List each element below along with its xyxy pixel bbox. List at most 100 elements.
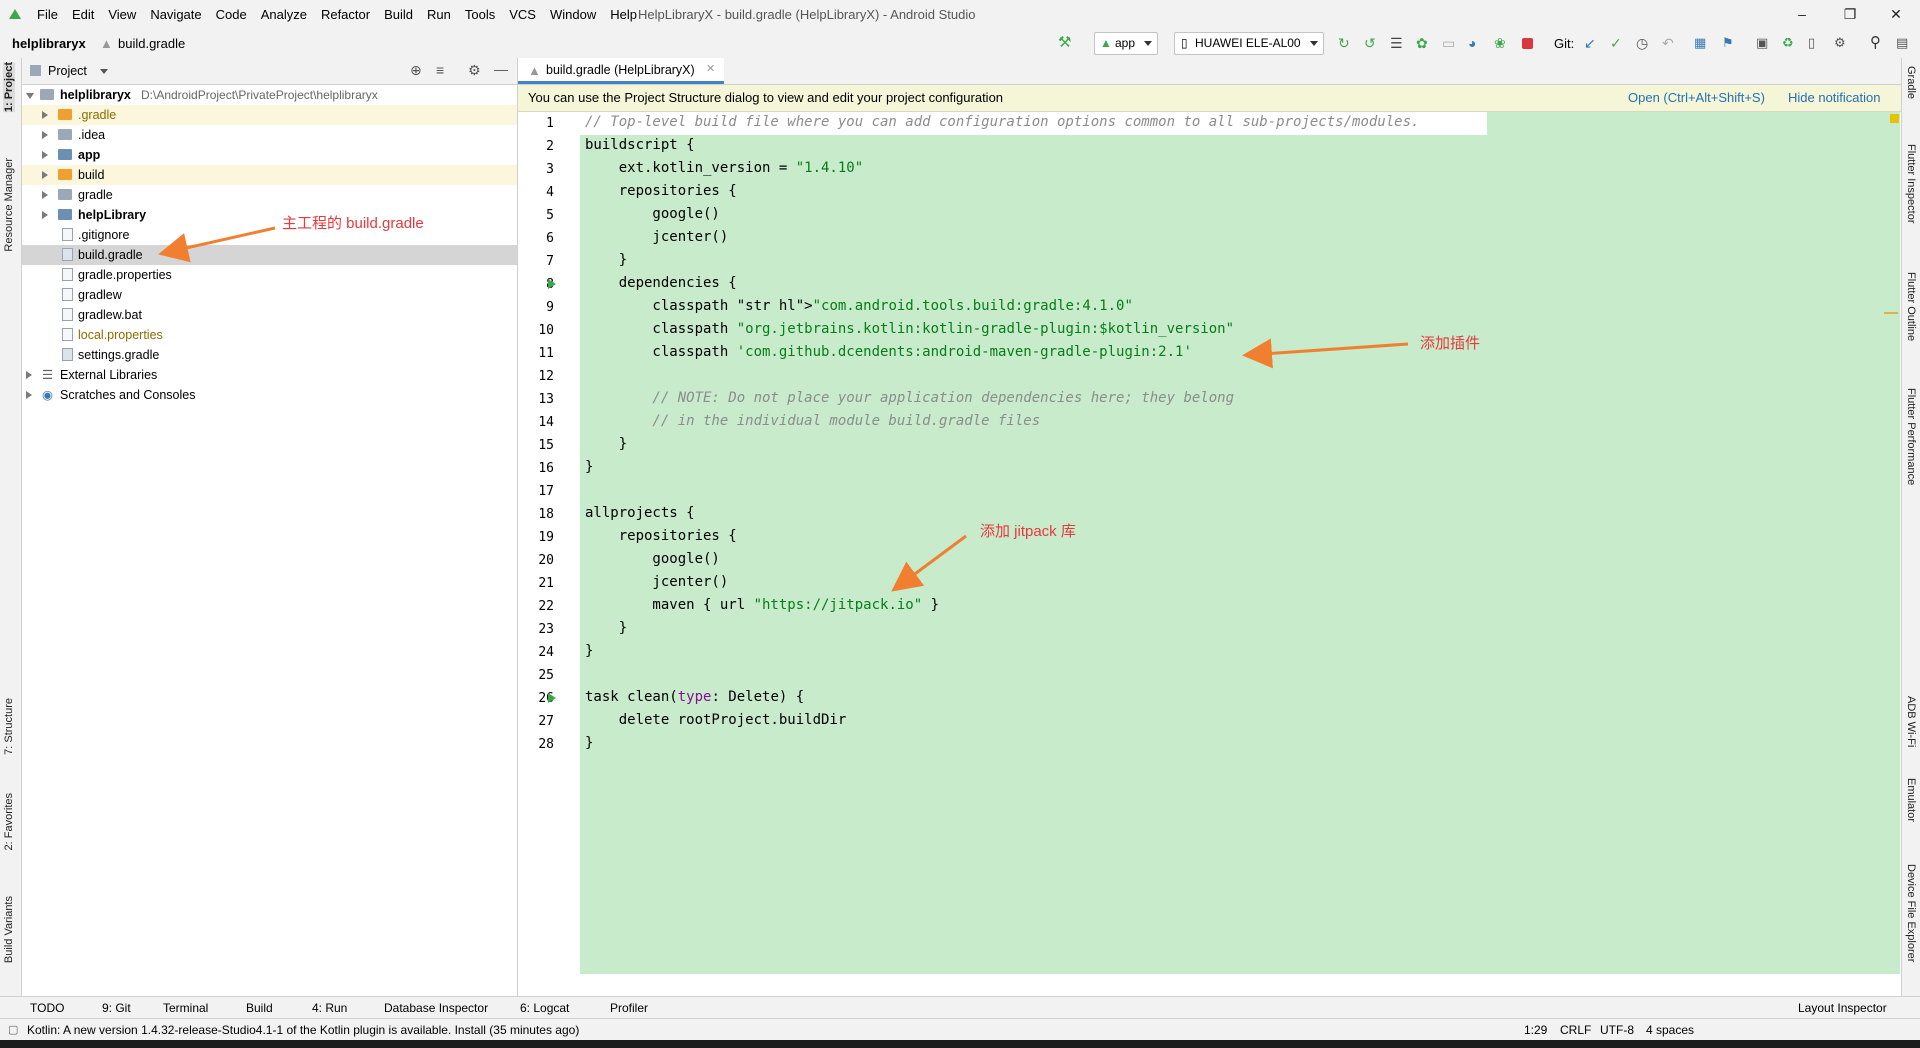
tree-item-gradlew[interactable]: gradlew: [22, 285, 517, 305]
apply-changes-restart-icon[interactable]: ↻: [1338, 35, 1350, 51]
close-icon[interactable]: ✕: [1890, 6, 1902, 22]
coverage-icon[interactable]: ☰: [1390, 35, 1403, 51]
translate-icon[interactable]: ⚑: [1722, 35, 1734, 50]
caret-position[interactable]: 1:29: [1524, 1023, 1548, 1037]
menu-file[interactable]: File: [37, 6, 58, 22]
code-line[interactable]: }: [585, 620, 628, 636]
tree-item-gradle-dir[interactable]: .gradle: [22, 105, 517, 125]
bug-icon[interactable]: ❀: [1494, 35, 1506, 51]
hammer-icon[interactable]: ⚒: [1058, 34, 1072, 51]
menu-view[interactable]: View: [108, 6, 137, 22]
tree-item-settings-gradle[interactable]: settings.gradle: [22, 345, 517, 365]
code-line[interactable]: ext.kotlin_version = "1.4.10": [585, 160, 864, 176]
code-line[interactable]: dependencies {: [585, 275, 737, 291]
device-select[interactable]: ▯ HUAWEI ELE-AL00: [1174, 32, 1324, 55]
profile-icon[interactable]: ◕: [1468, 35, 1477, 51]
tree-item-local-properties[interactable]: local.properties: [22, 325, 517, 345]
close-tab-icon[interactable]: ✕: [706, 63, 716, 75]
run-config-select[interactable]: ▲ app: [1094, 32, 1159, 55]
breadcrumb-project[interactable]: helplibraryx: [12, 36, 86, 51]
tree-item-gradle-properties[interactable]: gradle.properties: [22, 265, 517, 285]
hide-panel-icon[interactable]: —: [494, 61, 508, 77]
tab-git[interactable]: 9: Git: [102, 1001, 131, 1015]
code-line[interactable]: google(): [585, 206, 720, 222]
code-line[interactable]: // NOTE: Do not place your application d…: [585, 390, 1235, 406]
menu-build[interactable]: Build: [384, 6, 414, 22]
code-line[interactable]: buildscript {: [585, 137, 695, 153]
tree-item-build-gradle[interactable]: build.gradle: [22, 245, 517, 265]
tab-gradle[interactable]: Gradle: [1905, 66, 1917, 100]
attach-debugger-icon[interactable]: ▭: [1442, 35, 1456, 51]
hide-notification-link[interactable]: Hide notification: [1788, 90, 1881, 105]
history-icon[interactable]: ◷: [1636, 35, 1649, 51]
expand-arrow-icon[interactable]: [42, 111, 48, 119]
code-line[interactable]: // Top-level build file where you can ad…: [585, 114, 1420, 130]
project-view-select[interactable]: Project: [48, 64, 87, 78]
sync-gradle-icon[interactable]: ♻: [1782, 35, 1794, 50]
tab-flutter-inspector[interactable]: Flutter Inspector: [1905, 144, 1917, 224]
tab-flutter-outline[interactable]: Flutter Outline: [1905, 272, 1917, 342]
code-line[interactable]: jcenter(): [585, 229, 729, 245]
menu-edit[interactable]: Edit: [71, 6, 95, 22]
tab-logcat[interactable]: 6: Logcat: [520, 1001, 570, 1015]
tree-root[interactable]: helplibraryx D:\AndroidProject\PrivatePr…: [22, 85, 517, 105]
expand-arrow-icon[interactable]: [26, 391, 32, 399]
editor-tab-active[interactable]: ▲ build.gradle (HelpLibraryX) ✕: [518, 58, 724, 84]
tree-item-external-libraries[interactable]: ☰ External Libraries: [22, 365, 517, 385]
minimize-icon[interactable]: –: [1798, 6, 1806, 22]
status-square-icon[interactable]: ▢: [8, 1024, 19, 1036]
tree-item-gradlew-bat[interactable]: gradlew.bat: [22, 305, 517, 325]
tree-item-build-dir[interactable]: build: [22, 165, 517, 185]
expand-arrow-icon[interactable]: [42, 151, 48, 159]
locate-icon[interactable]: ⊕: [410, 62, 422, 78]
menu-navigate[interactable]: Navigate: [150, 6, 202, 22]
inspection-warning-icon[interactable]: [1890, 114, 1899, 123]
git-update-icon[interactable]: ↙: [1584, 35, 1596, 51]
rollback-icon[interactable]: ↶: [1662, 35, 1674, 51]
tree-item-helplibrary[interactable]: helpLibrary: [22, 205, 517, 225]
tab-profiler[interactable]: Profiler: [610, 1001, 649, 1015]
open-project-structure-link[interactable]: Open (Ctrl+Alt+Shift+S): [1628, 90, 1765, 105]
tree-item-idea[interactable]: .idea: [22, 125, 517, 145]
menu-tools[interactable]: Tools: [464, 6, 496, 22]
tab-layout-inspector[interactable]: Layout Inspector: [1798, 1001, 1887, 1015]
code-editor[interactable]: [580, 112, 1900, 974]
file-encoding[interactable]: UTF-8: [1600, 1023, 1634, 1037]
indent-setting[interactable]: 4 spaces: [1646, 1023, 1695, 1037]
chevron-down-icon[interactable]: [100, 69, 108, 74]
tree-item-app[interactable]: app: [22, 145, 517, 165]
tree-item-gradle[interactable]: gradle: [22, 185, 517, 205]
code-line[interactable]: }: [585, 436, 628, 452]
gear-icon[interactable]: ⚙: [468, 62, 481, 78]
code-line[interactable]: }: [585, 252, 628, 268]
expand-arrow-icon[interactable]: [42, 211, 48, 219]
menu-help[interactable]: Help: [610, 6, 637, 22]
git-commit-icon[interactable]: ✓: [1610, 35, 1622, 51]
menu-run[interactable]: Run: [427, 6, 451, 22]
layout-icon[interactable]: ▤: [1896, 35, 1909, 50]
restore-icon[interactable]: ❐: [1843, 6, 1857, 22]
menu-window[interactable]: Window: [549, 6, 597, 22]
code-line[interactable]: // in the individual module build.gradle…: [585, 413, 1041, 429]
menu-analyze[interactable]: Analyze: [260, 6, 307, 22]
breadcrumb-file[interactable]: build.gradle: [118, 36, 186, 51]
expand-arrow-icon[interactable]: [42, 191, 48, 199]
tab-run[interactable]: 4: Run: [312, 1001, 348, 1015]
tree-item-scratches[interactable]: ◉ Scratches and Consoles: [22, 385, 517, 405]
menu-refactor[interactable]: Refactor: [320, 6, 371, 22]
expand-arrow-icon[interactable]: [26, 371, 32, 379]
sdk-manager-icon[interactable]: ▣: [1756, 35, 1769, 50]
tab-build[interactable]: Build: [246, 1001, 273, 1015]
code-line[interactable]: maven { url "https://jitpack.io" }: [585, 597, 940, 613]
expand-arrow-icon[interactable]: [42, 171, 48, 179]
debug-icon[interactable]: ✿: [1416, 35, 1428, 51]
code-line[interactable]: google(): [585, 551, 720, 567]
menu-code[interactable]: Code: [215, 6, 247, 22]
code-line[interactable]: allprojects {: [585, 505, 695, 521]
avd-manager-icon[interactable]: ▯: [1808, 35, 1816, 50]
code-line[interactable]: }: [585, 735, 594, 751]
code-line[interactable]: classpath 'com.github.dcendents:android-…: [585, 344, 1192, 360]
device-manager-icon[interactable]: ⚙: [1834, 35, 1846, 50]
collapse-all-icon[interactable]: ≡: [436, 62, 445, 78]
code-line[interactable]: repositories {: [585, 528, 737, 544]
